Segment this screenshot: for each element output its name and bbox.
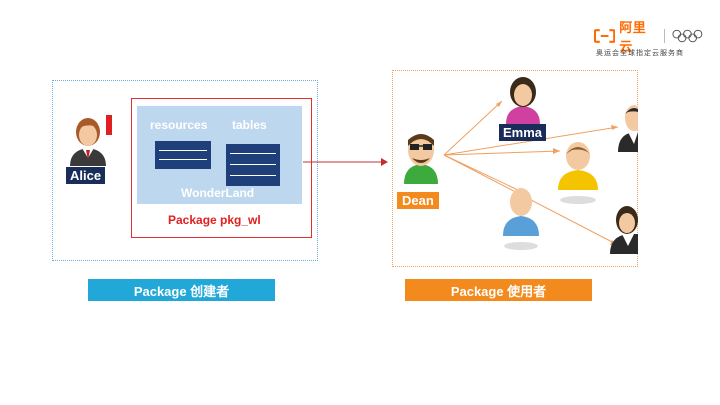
consumer-frame — [392, 70, 638, 267]
dean-name-tag: Dean — [397, 192, 439, 209]
brand-separator — [664, 29, 666, 43]
db-label-resources: resources — [150, 118, 208, 132]
database-name: WonderLand — [181, 186, 255, 200]
user-avatar-icon — [610, 206, 638, 254]
dean-avatar-icon — [404, 134, 438, 184]
creator-frame — [52, 80, 318, 261]
user-avatar-icon — [558, 142, 598, 204]
brand-subtitle: 奥运会全球指定云服务商 — [596, 50, 684, 57]
package-frame — [131, 98, 312, 238]
brand-name: 阿里云 — [619, 20, 647, 54]
share-arrow-icon — [303, 158, 388, 166]
db-label-tables: tables — [232, 118, 267, 132]
package-name: Package pkg_wl — [168, 213, 261, 227]
creator-role-bar: Package 创建者 — [88, 279, 275, 301]
emma-name-tag: Emma — [499, 124, 547, 141]
aliyun-logo-icon — [594, 29, 616, 43]
olympic-rings-icon — [672, 29, 703, 43]
user-avatar-icon — [503, 188, 539, 250]
emma-avatar-icon — [506, 77, 540, 124]
alice-marker — [106, 115, 112, 135]
user-avatar-icon — [618, 105, 638, 152]
consumer-role-bar: Package 使用者 — [405, 279, 592, 301]
brand-header: 阿里云 奥运会全球指定云服务商 — [594, 20, 704, 64]
alice-name-tag: Alice — [66, 167, 106, 184]
alice-avatar-icon — [70, 118, 106, 166]
resources-table-icon — [155, 141, 211, 169]
tables-table-icon — [226, 144, 280, 186]
